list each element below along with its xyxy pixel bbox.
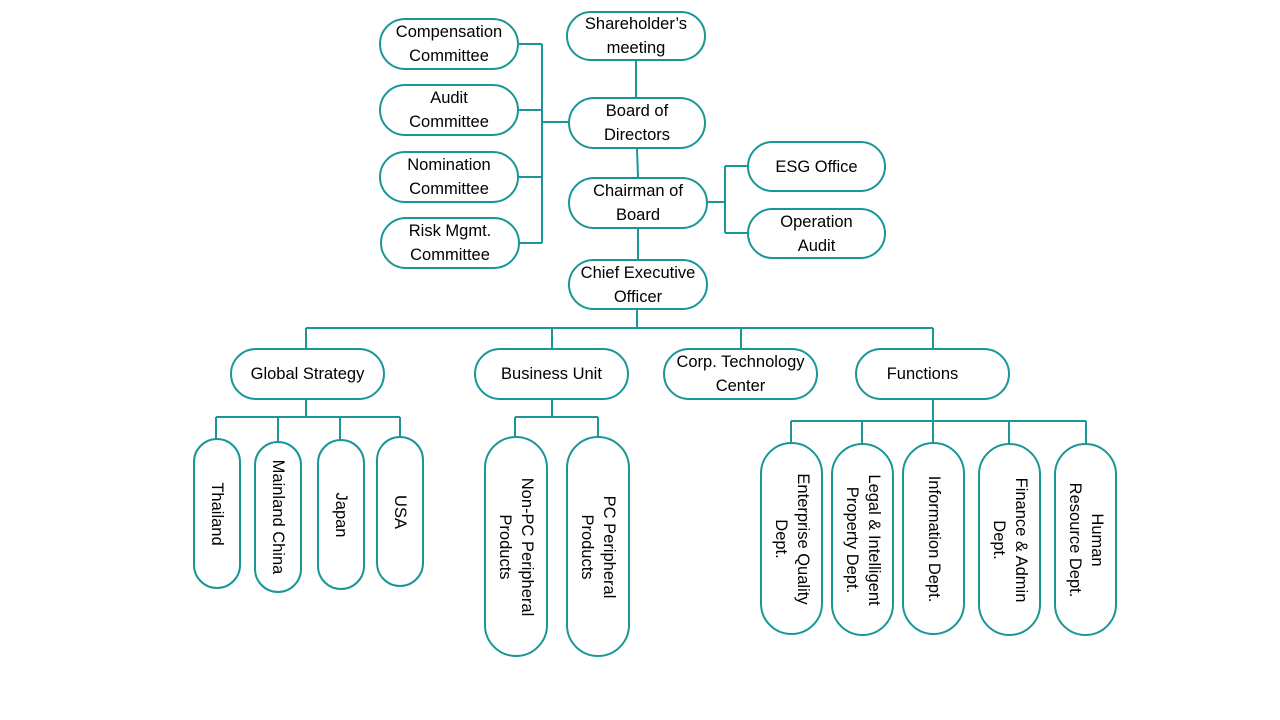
bu-line2: Products <box>578 513 596 580</box>
region-usa-node: USA <box>376 436 424 587</box>
functions-node: Functions <box>855 348 1010 400</box>
dept-line1: Human <box>1087 512 1106 567</box>
dept-line1: Information Dept. <box>924 475 943 602</box>
shareholders-line2: meeting <box>606 39 666 57</box>
region-label: Thailand <box>208 481 226 546</box>
operation-audit-line2: Audit <box>797 236 836 255</box>
board-of-directors-node: Board of Directors <box>568 97 706 149</box>
board-line1: Board of <box>605 102 669 120</box>
dept-line2: Property Dept. <box>842 486 861 593</box>
corp-tech-line2: Center <box>715 377 766 395</box>
global-strategy-node: Global Strategy <box>230 348 385 400</box>
dept-line2: Dept. <box>771 518 790 559</box>
region-mainland-china-node: Mainland China <box>254 441 302 593</box>
business-unit-node: Business Unit <box>474 348 629 400</box>
committee-label: Risk Mgmt. <box>408 222 492 240</box>
committee-label: Nomination <box>407 156 491 174</box>
region-japan-node: Japan <box>317 439 365 590</box>
esg-office-label: ESG Office <box>775 157 858 176</box>
chairman-line1: Chairman of <box>593 182 683 200</box>
dept-line1: Enterprise Quality <box>793 472 812 605</box>
board-line2: Directors <box>603 126 670 144</box>
committee-label: Committee <box>409 180 489 198</box>
region-label: USA <box>391 494 409 529</box>
shareholders-line1: Shareholder’s <box>584 15 688 33</box>
chairman-line2: Board <box>615 206 661 224</box>
bu-line1: PC Peripheral <box>600 495 618 598</box>
operation-audit-line1: Operation <box>780 212 853 231</box>
chairman-node: Chairman of Board <box>568 177 708 229</box>
region-label: Mainland China <box>269 459 287 575</box>
bu-line1: Non-PC Peripheral <box>518 477 536 616</box>
region-label: Japan <box>332 492 350 537</box>
global-strategy-label: Global Strategy <box>250 365 365 383</box>
committee-label: Committee <box>410 246 490 264</box>
corp-tech-line1: Corp. Technology <box>676 353 805 371</box>
dept-line2: Resource Dept. <box>1065 482 1084 597</box>
ceo-line1: Chief Executive <box>580 263 696 282</box>
committee-label: Audit <box>430 89 468 107</box>
region-thailand-node: Thailand <box>193 438 241 589</box>
functions-label: Functions <box>886 365 959 383</box>
dept-line1: Legal & Intelligent <box>864 473 883 606</box>
bu-line2: Products <box>496 513 514 580</box>
committee-label: Committee <box>409 113 489 131</box>
shareholders-meeting-node: Shareholder’s meeting <box>566 11 706 61</box>
information-dept-node: Information Dept. <box>902 442 965 635</box>
business-unit-label: Business Unit <box>501 365 602 383</box>
committee-label: Compensation <box>395 23 503 41</box>
risk-mgmt-committee-node: Risk Mgmt. Committee <box>380 217 520 269</box>
esg-office-node: ESG Office <box>747 141 886 192</box>
dept-line2: Dept. <box>989 519 1008 560</box>
committee-label: Committee <box>409 47 489 65</box>
dept-line1: Finance & Admin <box>1011 477 1030 602</box>
ceo-line2: Officer <box>613 287 663 306</box>
connector-board-chairman <box>636 148 639 178</box>
